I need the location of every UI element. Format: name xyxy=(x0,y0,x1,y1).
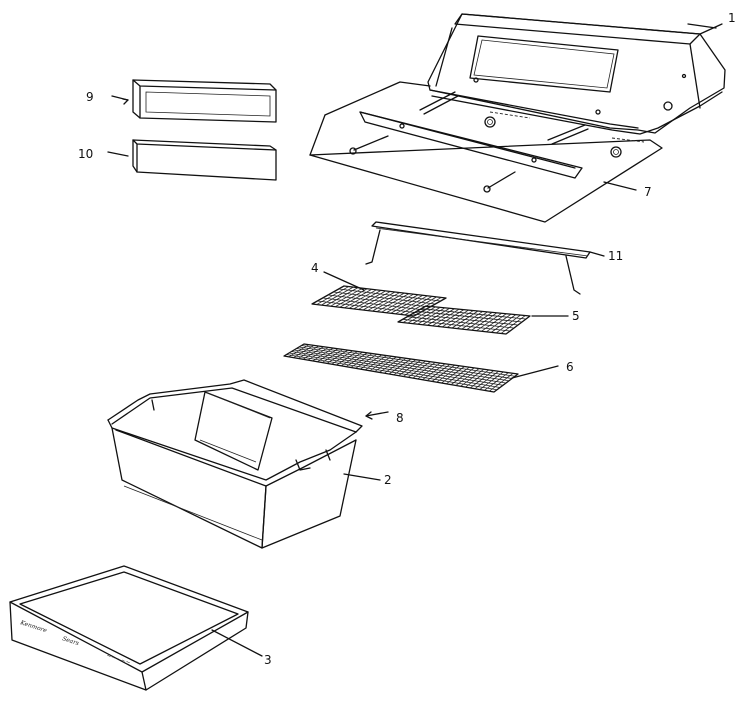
part-rock-grate xyxy=(283,343,519,393)
callout-3: 3 xyxy=(264,653,272,667)
tray-brand-middle: Sears xyxy=(61,635,80,647)
callout-4: 4 xyxy=(311,261,319,275)
callout-8: 8 xyxy=(396,411,404,425)
part-cooking-grate-left xyxy=(311,285,447,317)
callout-5: 5 xyxy=(572,309,580,323)
tray-brand-left: Kenmore xyxy=(18,619,48,635)
callout-2: 2 xyxy=(384,473,392,487)
part-warming-rack xyxy=(365,221,591,295)
part-10-block xyxy=(132,139,277,181)
callout-9: 9 xyxy=(86,90,94,104)
callout-labels: 1 2 3 4 5 6 7 8 9 10 11 xyxy=(78,11,736,667)
callout-7: 7 xyxy=(644,185,652,199)
callout-1: 1 xyxy=(728,11,736,25)
callout-6: 6 xyxy=(566,360,574,374)
part-firebox xyxy=(107,379,363,549)
part-9-frame xyxy=(132,79,277,123)
part-drip-tray: Kenmore Sears ~~~~~ xyxy=(9,565,249,691)
callout-11: 11 xyxy=(608,249,623,263)
part-burner-plate xyxy=(309,81,663,223)
leader-lines xyxy=(107,23,723,657)
tray-brand-right: ~~~~~ xyxy=(105,652,131,666)
part-cooking-grate-right xyxy=(397,305,531,335)
callout-10: 10 xyxy=(78,147,93,161)
part-hood xyxy=(427,13,726,135)
